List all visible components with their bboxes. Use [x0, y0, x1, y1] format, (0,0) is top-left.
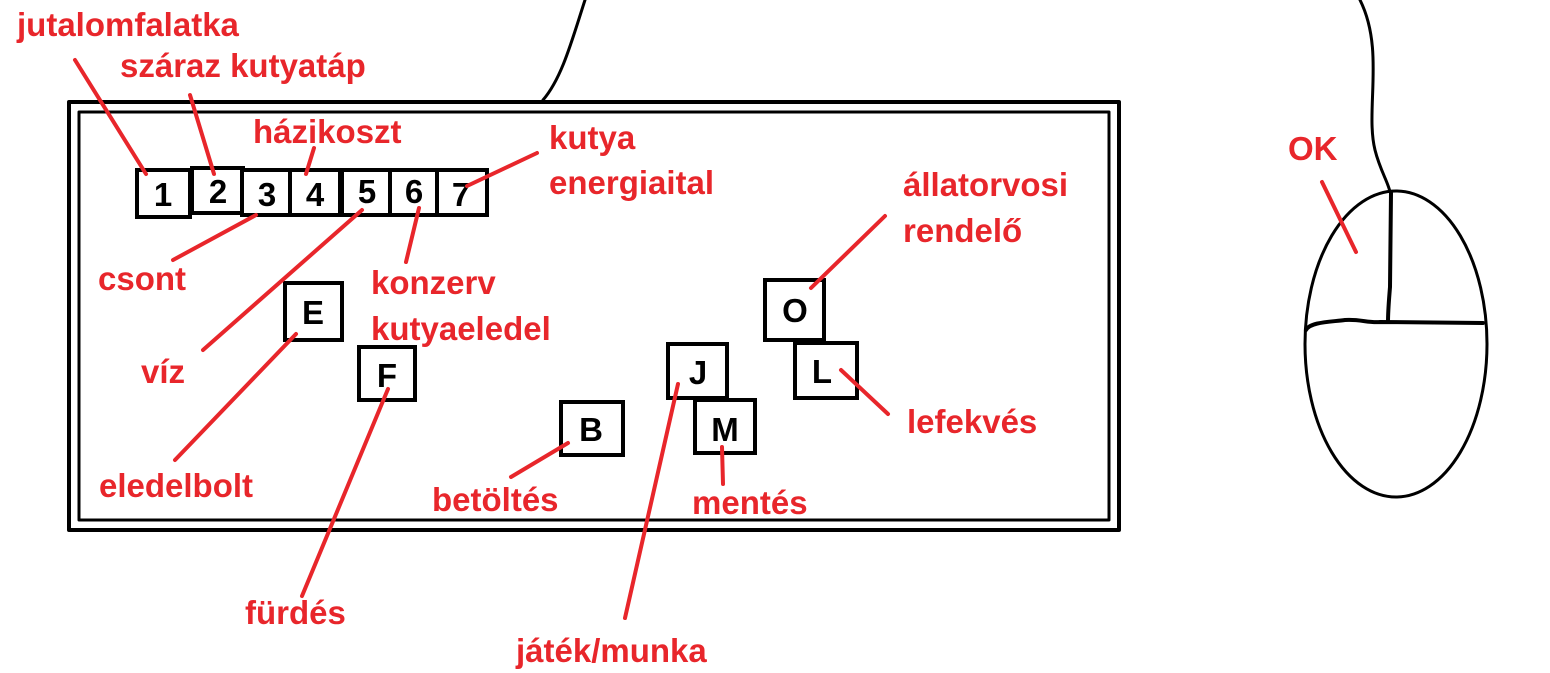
mouse-button-line	[1304, 317, 1485, 332]
key-4[interactable]: 4	[288, 168, 342, 217]
label-csont: csont	[98, 260, 186, 297]
keyboard-inner-frame	[77, 110, 1111, 522]
key-b-label: B	[579, 411, 603, 448]
label-ok: OK	[1288, 130, 1338, 167]
keyboard-outer-frame	[67, 100, 1121, 532]
key-e[interactable]: E	[283, 281, 344, 342]
key-m[interactable]: M	[693, 398, 757, 455]
key-2-label: 2	[209, 173, 227, 210]
keyboard	[67, 100, 1121, 532]
label-lefekves: lefekvés	[907, 403, 1037, 440]
label-jatek-munka: játék/munka	[515, 632, 707, 669]
label-kutya-energiaital-line1: kutya	[549, 119, 636, 156]
label-szaraz-kutyatap: száraz kutyatáp	[120, 47, 366, 84]
label-kutya-energiaital-line2: energiaital	[549, 164, 714, 201]
mouse-cable	[1358, 0, 1392, 194]
label-betoltes: betöltés	[432, 481, 559, 518]
label-konzerv-line1: konzerv	[371, 264, 496, 301]
label-jutalomfalatka: jutalomfalatka	[16, 6, 240, 43]
label-furdes: fürdés	[245, 594, 346, 631]
key-7-label: 7	[452, 176, 470, 213]
key-l[interactable]: L	[793, 341, 859, 400]
key-4-label: 4	[306, 176, 325, 213]
key-7[interactable]: 7	[435, 168, 489, 217]
key-6-label: 6	[405, 173, 423, 210]
mouse-button-divider	[1386, 191, 1393, 324]
key-5-label: 5	[358, 173, 376, 210]
key-m-label: M	[711, 411, 739, 448]
label-eledelbolt: eledelbolt	[99, 467, 253, 504]
key-2[interactable]: 2	[190, 166, 245, 215]
key-6[interactable]: 6	[388, 168, 441, 217]
key-3-label: 3	[258, 176, 276, 213]
key-b[interactable]: B	[559, 400, 625, 457]
key-5[interactable]: 5	[340, 168, 393, 217]
key-1-label: 1	[154, 176, 172, 213]
annotations: jutalomfalatka száraz kutyatáp házikoszt…	[16, 6, 1338, 669]
key-f-label: F	[377, 357, 397, 394]
key-1[interactable]: 1	[135, 168, 192, 219]
label-allatorvosi-line2: rendelő	[903, 212, 1022, 249]
key-3[interactable]: 3	[240, 168, 294, 217]
label-viz: víz	[141, 353, 185, 390]
label-mentes: mentés	[692, 484, 808, 521]
label-allatorvosi-line1: állatorvosi	[903, 166, 1068, 203]
label-hazikoszt: házikoszt	[253, 113, 402, 150]
mouse	[1303, 189, 1489, 499]
key-o[interactable]: O	[763, 278, 826, 342]
key-e-label: E	[302, 294, 324, 331]
key-l-label: L	[812, 353, 832, 390]
key-j-label: J	[689, 354, 707, 391]
mouse-body	[1303, 189, 1489, 499]
key-o-label: O	[782, 292, 808, 329]
annotation-leaders	[73, 58, 1358, 620]
keyboard-cable	[541, 0, 587, 102]
label-konzerv-line2: kutyaeledel	[371, 310, 551, 347]
